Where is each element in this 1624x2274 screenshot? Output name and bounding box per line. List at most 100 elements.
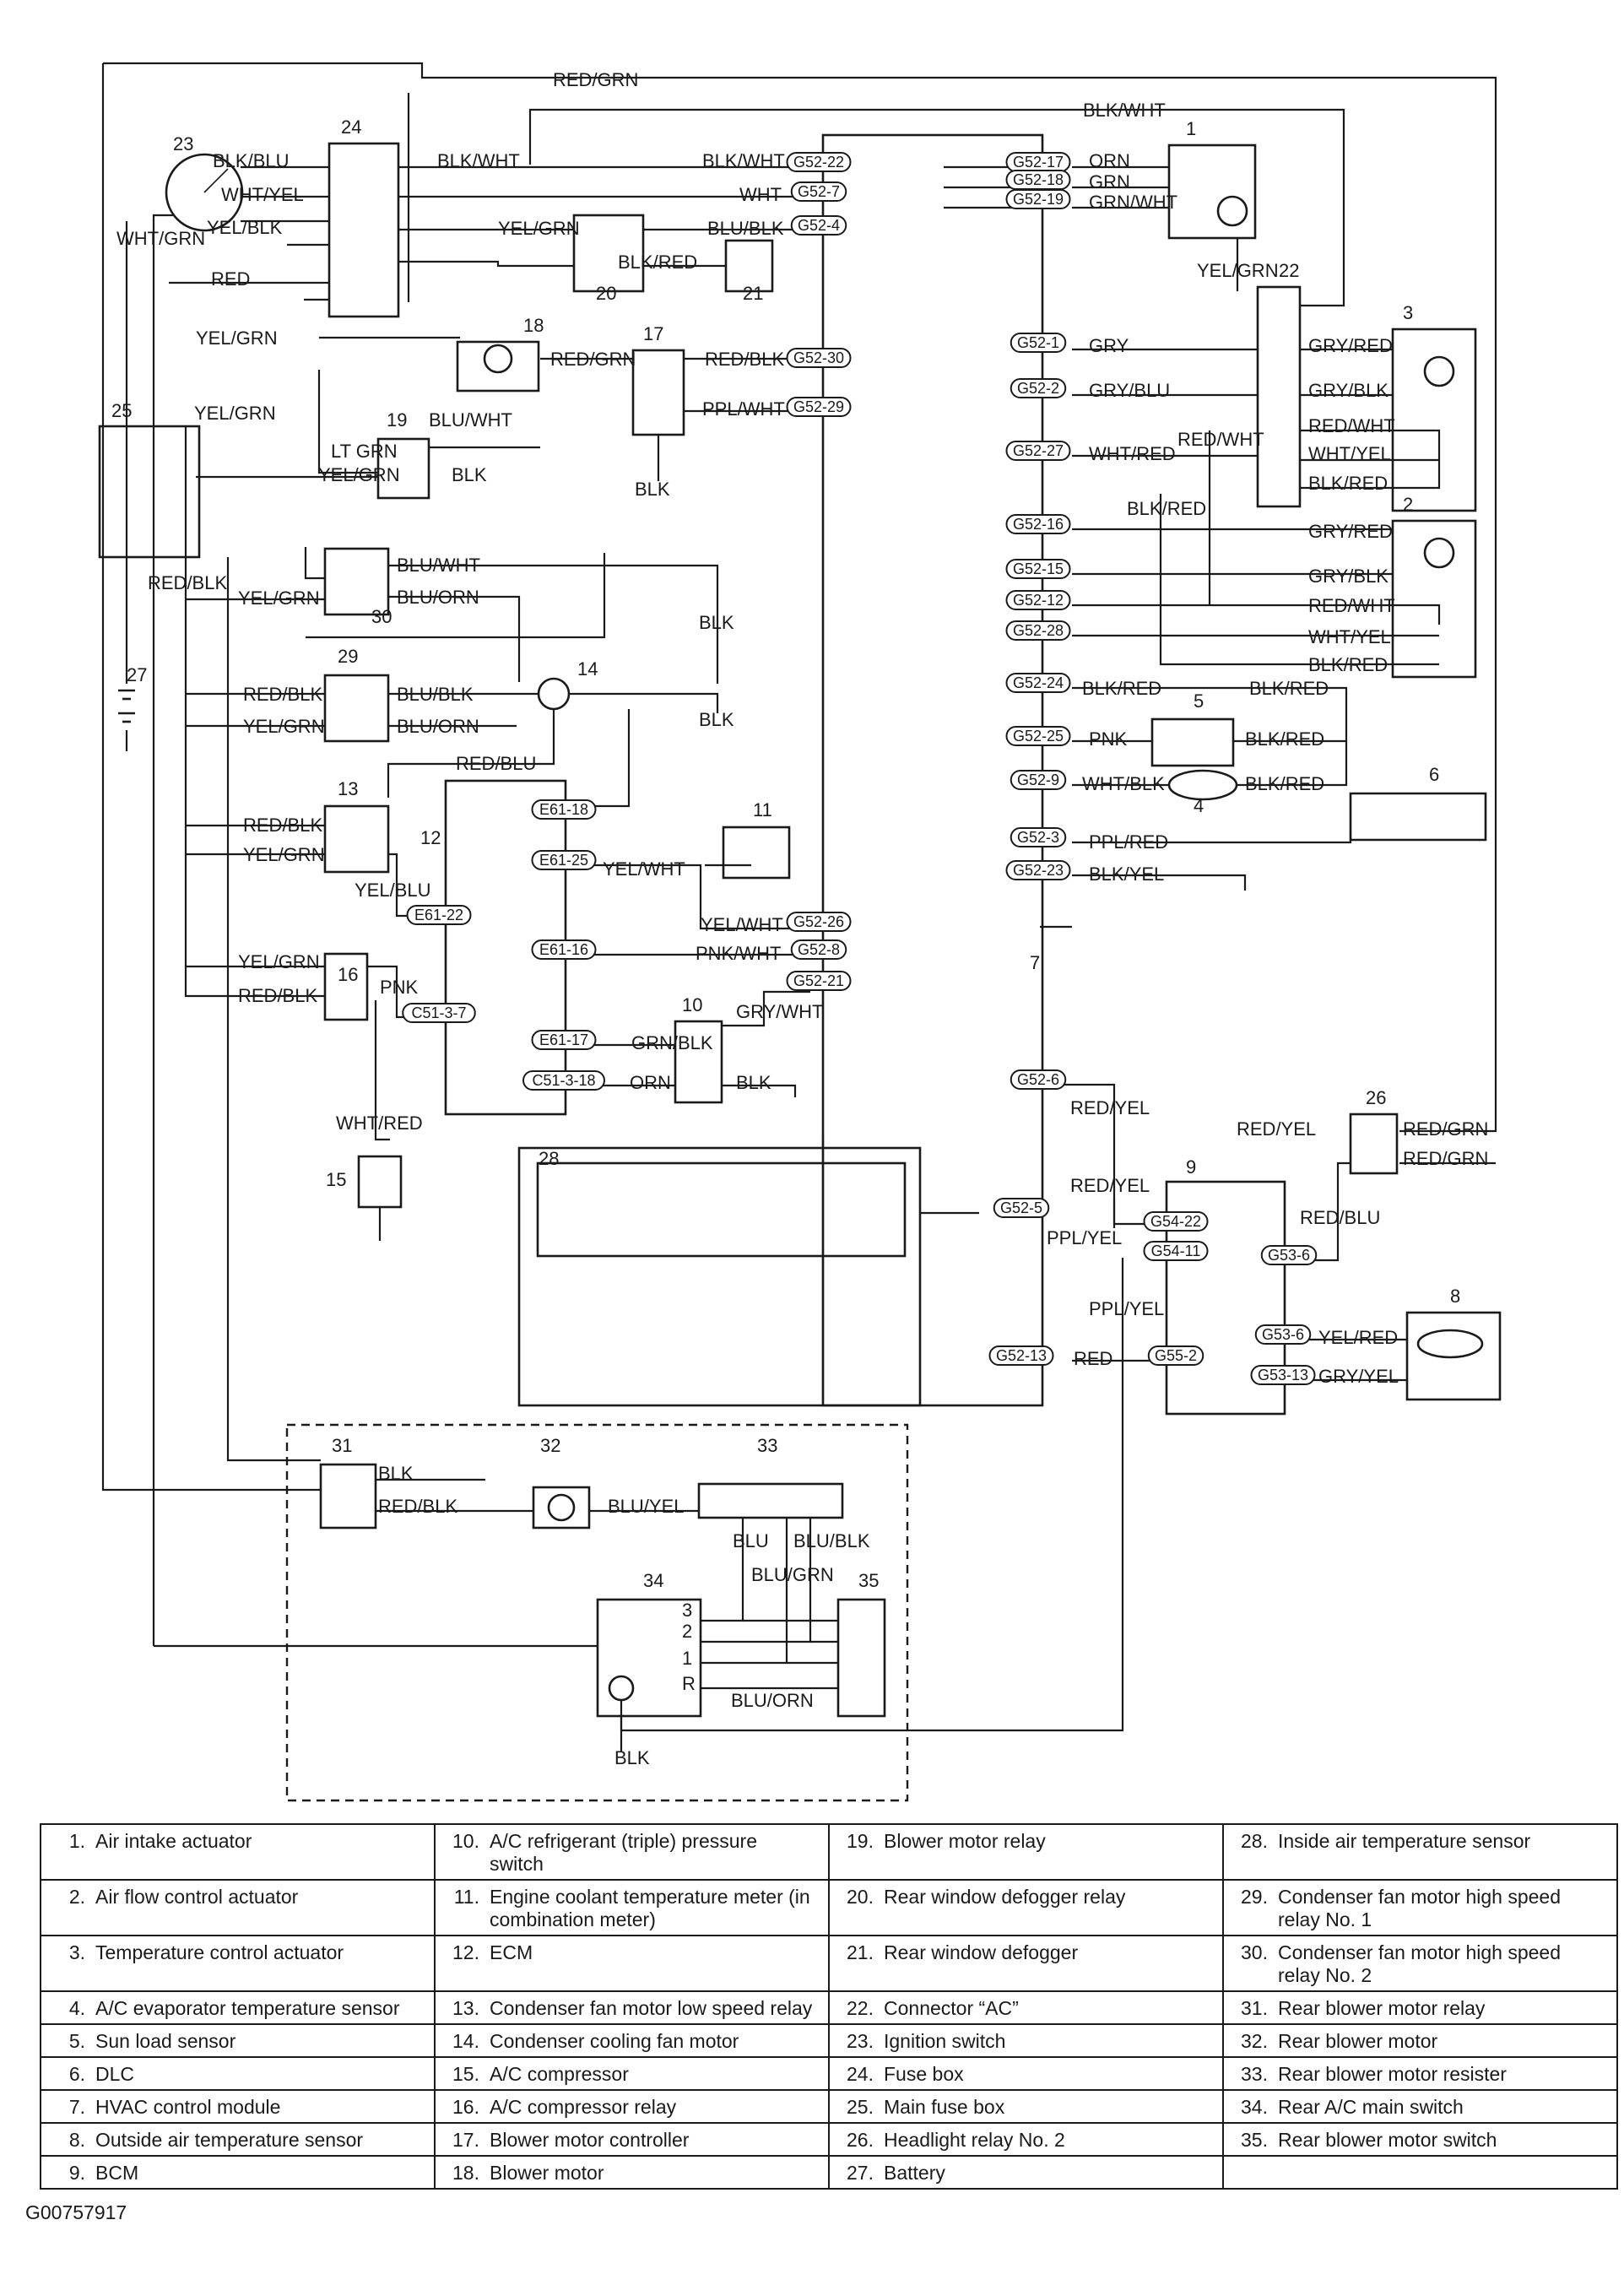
legend-text: Rear window defogger relay [884, 1886, 1126, 1908]
legend-number: 21. [847, 1941, 874, 1963]
air-intake-actuator-1 [1167, 143, 1257, 240]
legend-cell: 30.Condenser fan motor high speed relay … [1222, 1935, 1618, 1992]
connector-pin-label: G52-5 [1000, 1199, 1042, 1216]
connector-pin-outline [786, 152, 852, 172]
connector-pin-outline [1010, 827, 1067, 847]
wire-color-label: RED/WHT [1308, 595, 1395, 616]
component-number: 12 [420, 827, 441, 848]
component-number: 16 [338, 964, 358, 985]
wire-color-label: GRY/RED [1308, 521, 1393, 542]
compressor-15 [357, 1155, 403, 1209]
legend-text: Connector “AC” [884, 1997, 1019, 2019]
defogger-relay-20 [572, 214, 645, 293]
wire-color-label: RED/YEL [1070, 1097, 1150, 1118]
fan-relay-30 [323, 547, 390, 616]
connector-pin-label: G54-11 [1151, 1243, 1201, 1259]
component-number: 33 [757, 1435, 777, 1456]
legend-text: BCM [95, 2162, 139, 2184]
main-fuse-box-25 [98, 425, 201, 559]
connector-pin-label: G52-15 [1013, 560, 1064, 577]
connector-pin-label: G52-6 [1017, 1071, 1059, 1088]
wire-color-label: BLU/BLK [397, 684, 474, 705]
wire-color-label: WHT/GRN [116, 228, 205, 249]
inside-air-sensor-28 [517, 1146, 922, 1407]
legend-number: 26. [847, 2129, 874, 2151]
connector-pin-outline [988, 1345, 1054, 1366]
fan-relay-13 [323, 804, 390, 874]
legend-number: 13. [452, 1997, 479, 2019]
legend-cell: 5.Sun load sensor [40, 2023, 436, 2058]
component-number: 27 [127, 664, 147, 685]
component-number: 29 [338, 646, 358, 667]
legend-cell: 19.Blower motor relay [828, 1823, 1224, 1881]
wire-color-label: BLK/RED [618, 252, 697, 273]
component-number: 19 [387, 409, 407, 430]
blower-relay-19 [376, 437, 430, 500]
connector-pin: G53-13 [1250, 1365, 1316, 1385]
wire-color-label: BLK [635, 479, 670, 500]
wire-color-label: RED/YEL [1237, 1118, 1316, 1140]
wire-color-label: GRY/YEL [1318, 1366, 1399, 1387]
wire-color-label: LT GRN [331, 441, 398, 462]
connector-pin: G52-3 [1010, 827, 1067, 847]
connector-pin: G52-29 [786, 397, 852, 417]
air-flow-actuator-2 [1391, 519, 1477, 679]
connector-pin: G52-12 [1005, 590, 1071, 610]
connector-pin: G52-26 [786, 912, 852, 932]
wire-color-label: WHT/RED [1089, 443, 1176, 464]
connector-pin-outline [1005, 726, 1071, 746]
connector-pin: G55-2 [1147, 1345, 1204, 1366]
wire-color-label: YEL/GRN [243, 844, 325, 865]
legend-text: Air flow control actuator [95, 1886, 299, 1908]
component-number: 3 [1403, 302, 1413, 323]
legend-text: Ignition switch [884, 2030, 1006, 2052]
legend-text: Rear blower motor [1278, 2030, 1438, 2052]
component-number: 21 [743, 283, 763, 304]
legend-text: A/C compressor [490, 2063, 629, 2085]
wire-color-label: BLK/WHT [1083, 100, 1166, 121]
component-number: 9 [1186, 1156, 1196, 1178]
component-number: 8 [1450, 1286, 1460, 1307]
connector-pin-label: G52-3 [1017, 829, 1059, 846]
headlight-relay-26 [1349, 1113, 1399, 1175]
connector-pin-outline [790, 939, 847, 960]
legend-cell [1222, 2155, 1618, 2190]
wire-color-label: PNK [380, 977, 419, 998]
legend-number: 24. [847, 2063, 874, 2085]
wiring-diagram: 2324120212218173192523027291454613111271… [98, 62, 1502, 1802]
connector-pin-outline [1010, 378, 1067, 398]
connector-pin-outline [1010, 770, 1067, 790]
connector-pin: G52-24 [1005, 673, 1071, 693]
connector-pin: G52-1 [1010, 333, 1067, 353]
connector-pin: G52-28 [1005, 620, 1071, 641]
legend-text: Sun load sensor [95, 2030, 236, 2052]
wire-color-label: RED/BLK [378, 1496, 457, 1517]
connector-pin-outline [531, 799, 597, 820]
component-number: 30 [371, 606, 392, 627]
legend-text: Rear A/C main switch [1278, 2096, 1464, 2118]
connector-pin-label: G52-24 [1013, 674, 1064, 691]
legend-text: Temperature control actuator [95, 1941, 344, 1963]
wire-color-label: BLK/RED [1082, 678, 1161, 699]
wire-color-label: BLK/WHT [437, 150, 520, 171]
wire-color-label: GRY/BLU [1089, 380, 1170, 401]
connector-pin-label: E61-16 [539, 941, 588, 958]
connector-pin-outline [522, 1070, 605, 1091]
legend-number: 3. [68, 1941, 85, 1963]
motor-icon-18 [483, 344, 513, 374]
connector-pin-labels: G52-22G52-7G52-4G52-17G52-18G52-19G52-30… [402, 152, 1318, 1385]
wire-color-label: YEL/GRN [498, 218, 580, 239]
wire-color-label: BLK [452, 464, 487, 485]
connector-pin-label: E61-17 [539, 1031, 588, 1048]
connector-pin: E61-25 [531, 850, 597, 870]
connector-pin-outline [1005, 673, 1071, 693]
component-number: 17 [643, 323, 663, 344]
blower-motor-18 [456, 340, 540, 393]
connector-pin: G52-8 [790, 939, 847, 960]
connector-pin-label: G52-27 [1013, 442, 1064, 459]
